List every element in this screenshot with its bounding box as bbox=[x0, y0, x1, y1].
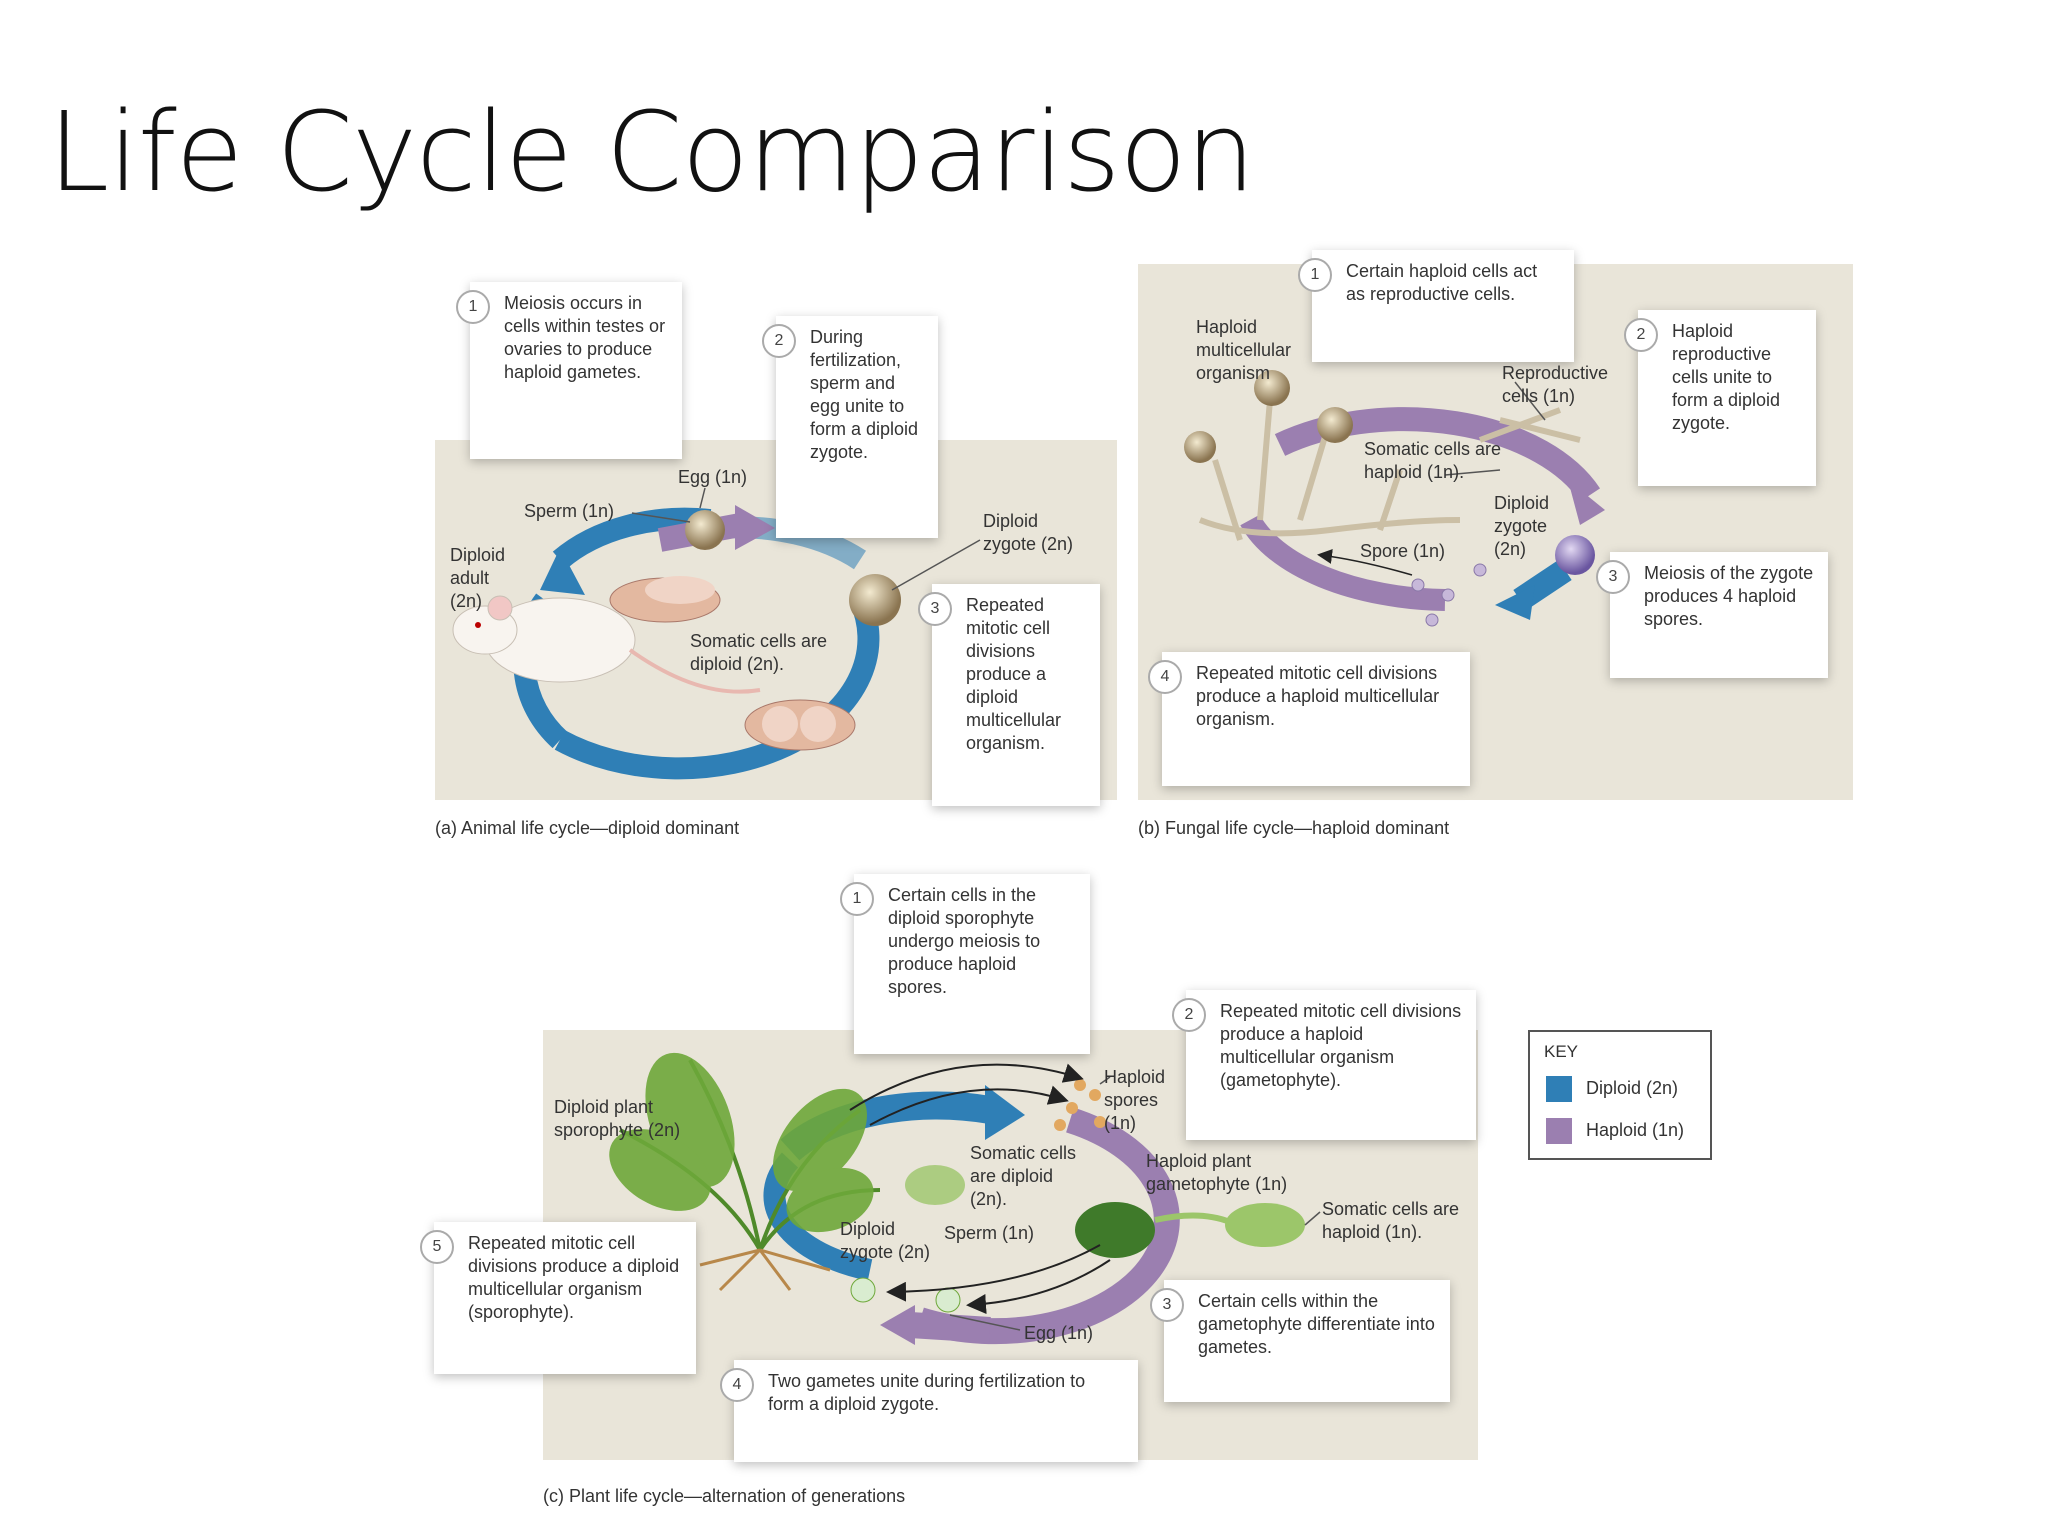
gametophyte-cells bbox=[1225, 1203, 1305, 1247]
plant-zygote bbox=[850, 1277, 876, 1303]
step-text: Repeated mitotic cell divisions produce … bbox=[1220, 1001, 1462, 1090]
animal-step-2-callout: 2 During fertilization, sperm and egg un… bbox=[762, 316, 938, 538]
step-text: During fertilization, sperm and egg unit… bbox=[810, 327, 919, 462]
fungal-step-3-callout: 3 Meiosis of the zygote produces 4 haplo… bbox=[1596, 552, 1828, 678]
plant-zygote-label: Diploid zygote (2n) bbox=[840, 1219, 931, 1262]
animal-step-3-callout: 3 Repeated mitotic cell divisions produc… bbox=[918, 584, 1100, 806]
step-number: 3 bbox=[918, 592, 952, 626]
haploid-spores-label: Haploid spores (1n) bbox=[1104, 1067, 1166, 1133]
plant-step-4-callout: 4 Two gametes unite during fertilization… bbox=[720, 1360, 1138, 1462]
fungal-step-4-callout: 4 Repeated mitotic cell divisions produc… bbox=[1148, 652, 1470, 786]
zygote-cell bbox=[849, 574, 901, 626]
somatic-haploid-label: Somatic cells are haploid (1n). bbox=[1364, 439, 1502, 482]
somatic-haploid-plant-label: Somatic cells are haploid (1n). bbox=[1322, 1199, 1460, 1242]
diploid-adult-label: Diploid adult (2n) bbox=[450, 545, 506, 611]
gametophyte-label: Haploid plant gametophyte (1n) bbox=[1146, 1151, 1288, 1194]
plant-sperm-label: Sperm (1n) bbox=[944, 1223, 1035, 1243]
step-text: Meiosis occurs in cells within testes or… bbox=[504, 293, 666, 382]
sporangium bbox=[1184, 431, 1216, 463]
somatic-diploid-label: Somatic cells are diploid (2n). bbox=[690, 631, 828, 674]
fungal-haploid-arc-bottom bbox=[1240, 514, 1446, 611]
fungal-zygote bbox=[1555, 535, 1595, 575]
step-text: Repeated mitotic cell divisions produce … bbox=[966, 595, 1062, 753]
diploid-swatch bbox=[1546, 1076, 1572, 1102]
fern-roots bbox=[699, 1248, 831, 1292]
step-number: 4 bbox=[720, 1368, 754, 1402]
step-text: Haploid reproductive cells unite to form… bbox=[1672, 321, 1781, 433]
plant-step-5-callout: 5 Repeated mitotic cell divisions produc… bbox=[420, 1222, 696, 1374]
step-text: Certain cells within the gametophyte dif… bbox=[1198, 1291, 1435, 1357]
animal-caption: (a) Animal life cycle—diploid dominant bbox=[435, 818, 740, 838]
step-number: 1 bbox=[456, 290, 490, 324]
step-text: Two gametes unite during fertilization t… bbox=[768, 1371, 1086, 1414]
haploid-organism-label: Haploid multicellular organism bbox=[1196, 317, 1292, 383]
step-number: 3 bbox=[1596, 560, 1630, 594]
legend-key: KEY Diploid (2n) Haploid (1n) bbox=[1528, 1030, 1712, 1160]
reproductive-cells-label: Reproductive cells (1n) bbox=[1502, 363, 1609, 406]
plant-step-3-callout: 3 Certain cells within the gametophyte d… bbox=[1150, 1280, 1450, 1402]
somatic-diploid-plant-label: Somatic cells are diploid (2n). bbox=[970, 1143, 1077, 1209]
plant-haploid-arc bbox=[916, 1107, 1180, 1345]
plant-egg-label: Egg (1n) bbox=[1024, 1323, 1094, 1343]
plant-step-1-callout: 1 Certain cells in the diploid sporophyt… bbox=[840, 874, 1090, 1054]
sperm-label: Sperm (1n) bbox=[524, 501, 615, 521]
haploid-swatch bbox=[1546, 1118, 1572, 1144]
fungal-zygote-label: Diploid zygote (2n) bbox=[1494, 493, 1550, 559]
step-number: 1 bbox=[840, 882, 874, 916]
slide-title: Life Cycle Comparison bbox=[48, 88, 1255, 216]
gametophyte-illustration bbox=[1075, 1202, 1155, 1258]
step-text: Certain haploid cells act as reproductiv… bbox=[1346, 261, 1538, 304]
haploid-key-label: Haploid (1n) bbox=[1586, 1120, 1685, 1140]
mouse-illustration bbox=[452, 595, 761, 694]
step-number: 4 bbox=[1148, 660, 1182, 694]
plant-step-2-callout: 2 Repeated mitotic cell divisions produc… bbox=[1172, 990, 1476, 1140]
animal-step-1-callout: 1 Meiosis occurs in cells within testes … bbox=[456, 282, 682, 459]
fungal-cycle bbox=[1184, 370, 1605, 627]
plant-cycle bbox=[609, 1052, 1321, 1345]
diploid-zygote-label: Diploid zygote (2n) bbox=[983, 511, 1074, 554]
sporophyte-label: Diploid plant sporophyte (2n) bbox=[554, 1097, 681, 1140]
egg-label: Egg (1n) bbox=[678, 467, 748, 487]
key-title: KEY bbox=[1544, 1042, 1579, 1061]
step-text: Meiosis of the zygote produces 4 haploid… bbox=[1644, 563, 1814, 629]
spore-label: Spore (1n) bbox=[1360, 541, 1446, 561]
step-number: 2 bbox=[1172, 998, 1206, 1032]
step-text: Repeated mitotic cell divisions produce … bbox=[468, 1233, 680, 1322]
plant-caption: (c) Plant life cycle—alternation of gene… bbox=[543, 1486, 906, 1506]
fungal-caption: (b) Fungal life cycle—haploid dominant bbox=[1138, 818, 1450, 838]
step-text: Repeated mitotic cell divisions produce … bbox=[1196, 663, 1440, 729]
fungal-step-1-callout: 1 Certain haploid cells act as reproduct… bbox=[1298, 250, 1574, 362]
step-number: 1 bbox=[1298, 258, 1332, 292]
step-text: Certain cells in the diploid sporophyte … bbox=[888, 885, 1041, 997]
step-number: 2 bbox=[1624, 318, 1658, 352]
fungal-step-2-callout: 2 Haploid reproductive cells unite to fo… bbox=[1624, 310, 1816, 486]
plant-egg bbox=[935, 1287, 961, 1313]
step-number: 2 bbox=[762, 324, 796, 358]
diploid-key-label: Diploid (2n) bbox=[1586, 1078, 1679, 1098]
egg-cell bbox=[685, 510, 725, 550]
step-number: 5 bbox=[420, 1230, 454, 1264]
step-number: 3 bbox=[1150, 1288, 1184, 1322]
embryo-cells bbox=[744, 699, 856, 751]
